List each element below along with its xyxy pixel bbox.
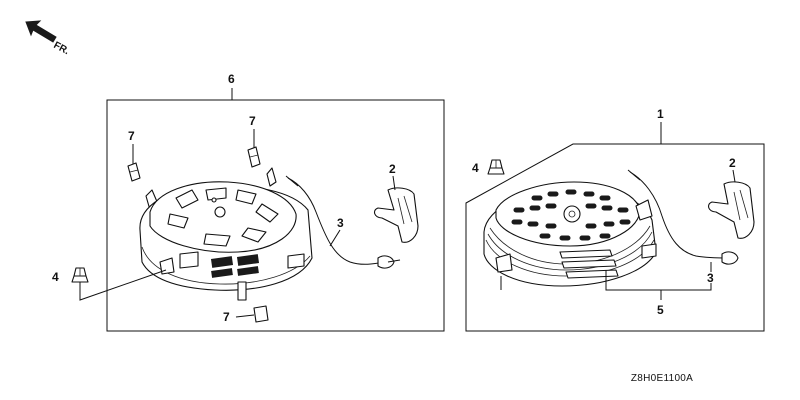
- direction-label: FR.: [52, 40, 72, 57]
- callout-5: 5: [657, 303, 664, 317]
- drawing-code: Z8H0E1100A: [631, 373, 693, 384]
- callout-2-b: 2: [729, 156, 736, 170]
- callout-7-b: 7: [249, 114, 256, 128]
- callout-7-a: 7: [128, 129, 135, 143]
- callout-4-a: 4: [52, 270, 59, 284]
- callout-6: 6: [228, 72, 235, 86]
- assembly-box-right: [465, 143, 765, 332]
- clip-part: [247, 146, 261, 168]
- callout-3-b: 3: [707, 271, 714, 285]
- starter-housing-right: [483, 181, 657, 287]
- flange-nut-part: [71, 267, 89, 283]
- rope-group-bracket: [605, 270, 712, 291]
- front-direction-arrow: FR.: [25, 20, 72, 57]
- assembly-box-left: [106, 99, 445, 332]
- clip-part: [253, 305, 269, 323]
- callout-2-a: 2: [389, 162, 396, 176]
- starter-rope-part: [627, 169, 739, 265]
- callout-7-c: 7: [223, 310, 230, 324]
- starter-handle-part: [373, 187, 419, 243]
- clip-part: [127, 162, 141, 182]
- callout-1: 1: [657, 107, 664, 121]
- callout-3-a: 3: [337, 216, 344, 230]
- callout-4-b: 4: [472, 161, 479, 175]
- flange-nut-part: [487, 159, 505, 175]
- starter-handle-part: [707, 181, 755, 239]
- starter-housing-left: [139, 167, 313, 301]
